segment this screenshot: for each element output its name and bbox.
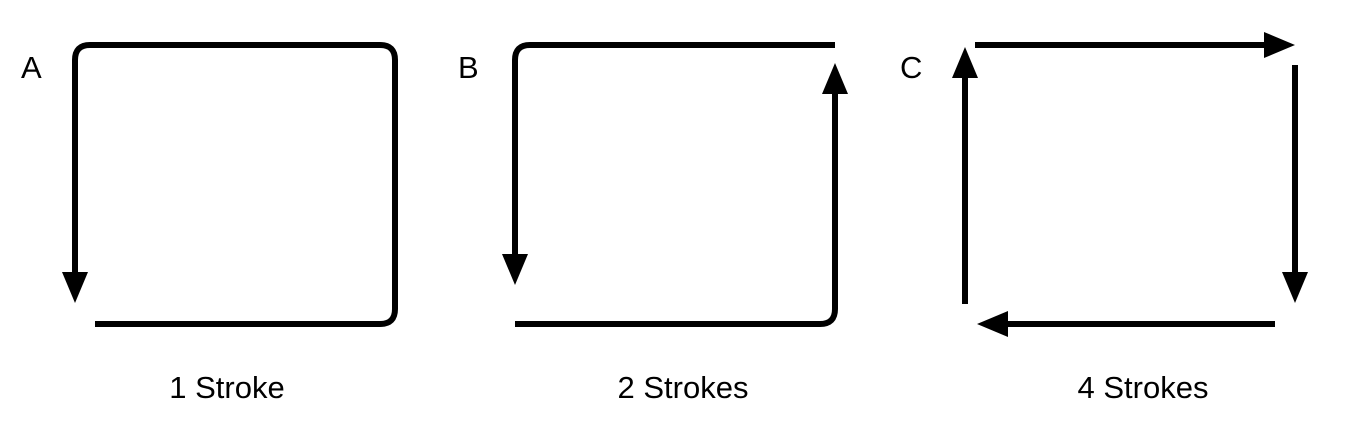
panel-c-strokes (962, 42, 1298, 327)
panel-c-arrowhead-down-icon (1282, 272, 1308, 303)
panel-c-arrowhead-left-icon (977, 311, 1008, 337)
panel-b-label: B (458, 50, 479, 85)
panel-c-arrowhead-right-icon (1264, 32, 1295, 58)
panel-c-caption: 4 Strokes (1077, 370, 1209, 405)
panel-a-arrowhead-down-icon (62, 272, 88, 303)
panel-b-arrowhead-down-icon (502, 254, 528, 285)
panel-b-strokes (512, 42, 838, 327)
panel-b-caption: 2 Strokes (617, 370, 749, 405)
panel-a-caption: 1 Stroke (169, 370, 285, 405)
panel-c-label: C (900, 50, 923, 85)
panel-b-stroke-2 (515, 88, 838, 327)
panel-a-stroke-1 (72, 42, 398, 327)
panel-b-arrowhead-up-icon (822, 63, 848, 94)
panel-a-strokes (72, 42, 398, 327)
panel-a-label: A (21, 50, 42, 85)
panel-b-stroke-1 (512, 42, 835, 260)
panel-c-arrowhead-up-icon (952, 47, 978, 78)
